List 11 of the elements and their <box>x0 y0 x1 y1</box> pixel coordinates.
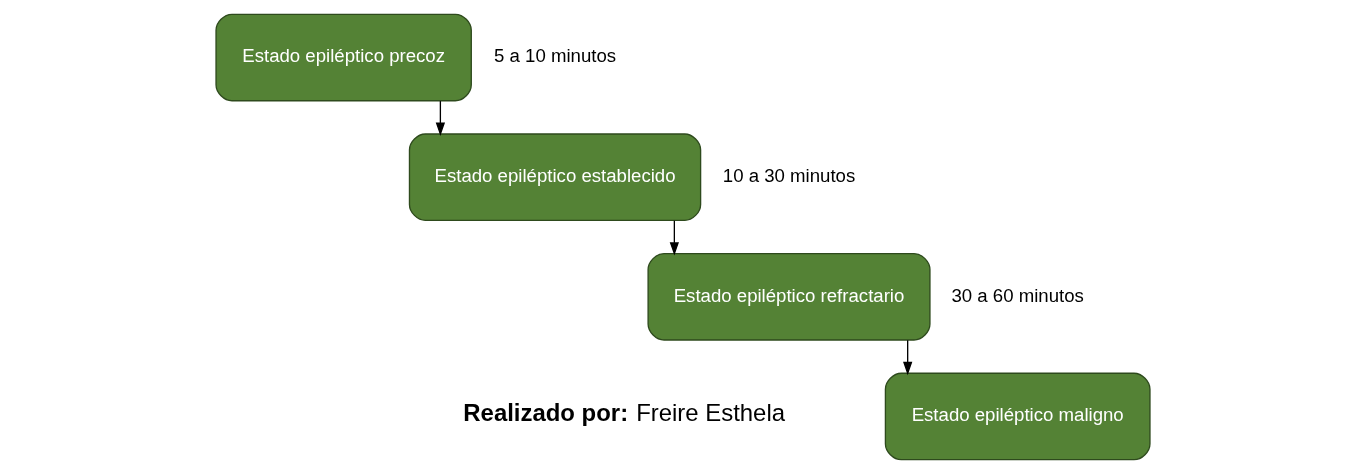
node-box: Estado epiléptico refractario <box>646 252 931 341</box>
node-box: Estado epiléptico maligno <box>884 372 1151 460</box>
label: Realizado por: Freire Esthela <box>462 398 785 426</box>
node-label: 30 a 60 minutos <box>950 284 1084 306</box>
arrow <box>669 219 679 256</box>
arrow <box>435 99 445 136</box>
node-label: 5 a 10 minutos <box>493 44 616 66</box>
node-label: 10 a 30 minutos <box>722 164 855 186</box>
arrow <box>902 339 912 375</box>
node-box: Estado epiléptico precoz <box>214 13 472 101</box>
node-box: Estado epiléptico establecido <box>408 132 701 221</box>
